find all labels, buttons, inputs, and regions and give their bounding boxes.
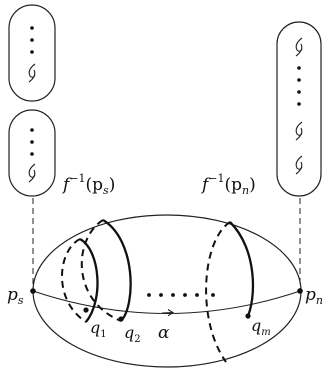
point-ps — [30, 288, 36, 294]
dot — [30, 128, 34, 132]
point-pn — [297, 288, 303, 294]
curve-q2-front — [102, 219, 132, 322]
dot — [30, 152, 34, 156]
singular-fiber-icon — [28, 163, 36, 183]
curve-qm-front — [229, 221, 255, 319]
ellipsis-dot — [147, 293, 151, 297]
point-q1 — [83, 307, 89, 313]
dot — [297, 66, 301, 70]
dot — [30, 50, 34, 54]
curve-qm — [205, 221, 255, 363]
fiber-capsule-bottom-left — [8, 109, 56, 197]
singular-fiber-icon — [295, 155, 303, 175]
label-q2: q2 — [124, 323, 141, 345]
fiber-capsule-right — [276, 21, 322, 197]
point-qm — [245, 313, 251, 319]
base-sphere-outline — [32, 214, 302, 368]
dot — [297, 102, 301, 106]
equator-curve — [32, 290, 301, 314]
label-pn: pn — [305, 285, 323, 307]
label-qm: qm — [251, 316, 271, 338]
ellipsis-dot — [195, 293, 199, 297]
label-ps: ps — [7, 285, 24, 307]
label-f-inverse-pn: f−1(pn) — [200, 172, 256, 197]
dot — [297, 78, 301, 82]
singular-fiber-icon — [295, 121, 303, 141]
dot — [30, 26, 34, 30]
label-q1: q1 — [90, 318, 107, 340]
capsule-outline — [276, 21, 322, 197]
label-alpha: α — [158, 323, 170, 343]
curve-q2-back — [80, 219, 122, 322]
singular-fiber-icon — [28, 63, 36, 83]
dot — [30, 38, 34, 42]
curve-q2 — [80, 219, 132, 322]
ellipsis-dot — [183, 293, 187, 297]
curve-q1 — [61, 237, 99, 323]
ellipsis-dot — [159, 293, 163, 297]
alpha-arrow — [161, 309, 175, 317]
dot — [297, 90, 301, 94]
capsule-outline — [8, 4, 56, 102]
fiber-capsule-top-left — [8, 4, 56, 102]
ellipsis-dot — [211, 293, 215, 297]
curve-q1-back — [61, 238, 87, 323]
singular-fiber-icon — [295, 37, 303, 57]
ellipsis-dot — [171, 293, 175, 297]
dot — [30, 140, 34, 144]
label-f-inverse-ps: f−1(ps) — [61, 172, 115, 197]
curve-qm-back — [205, 221, 231, 363]
point-q2 — [118, 316, 124, 322]
capsule-outline — [8, 109, 56, 197]
